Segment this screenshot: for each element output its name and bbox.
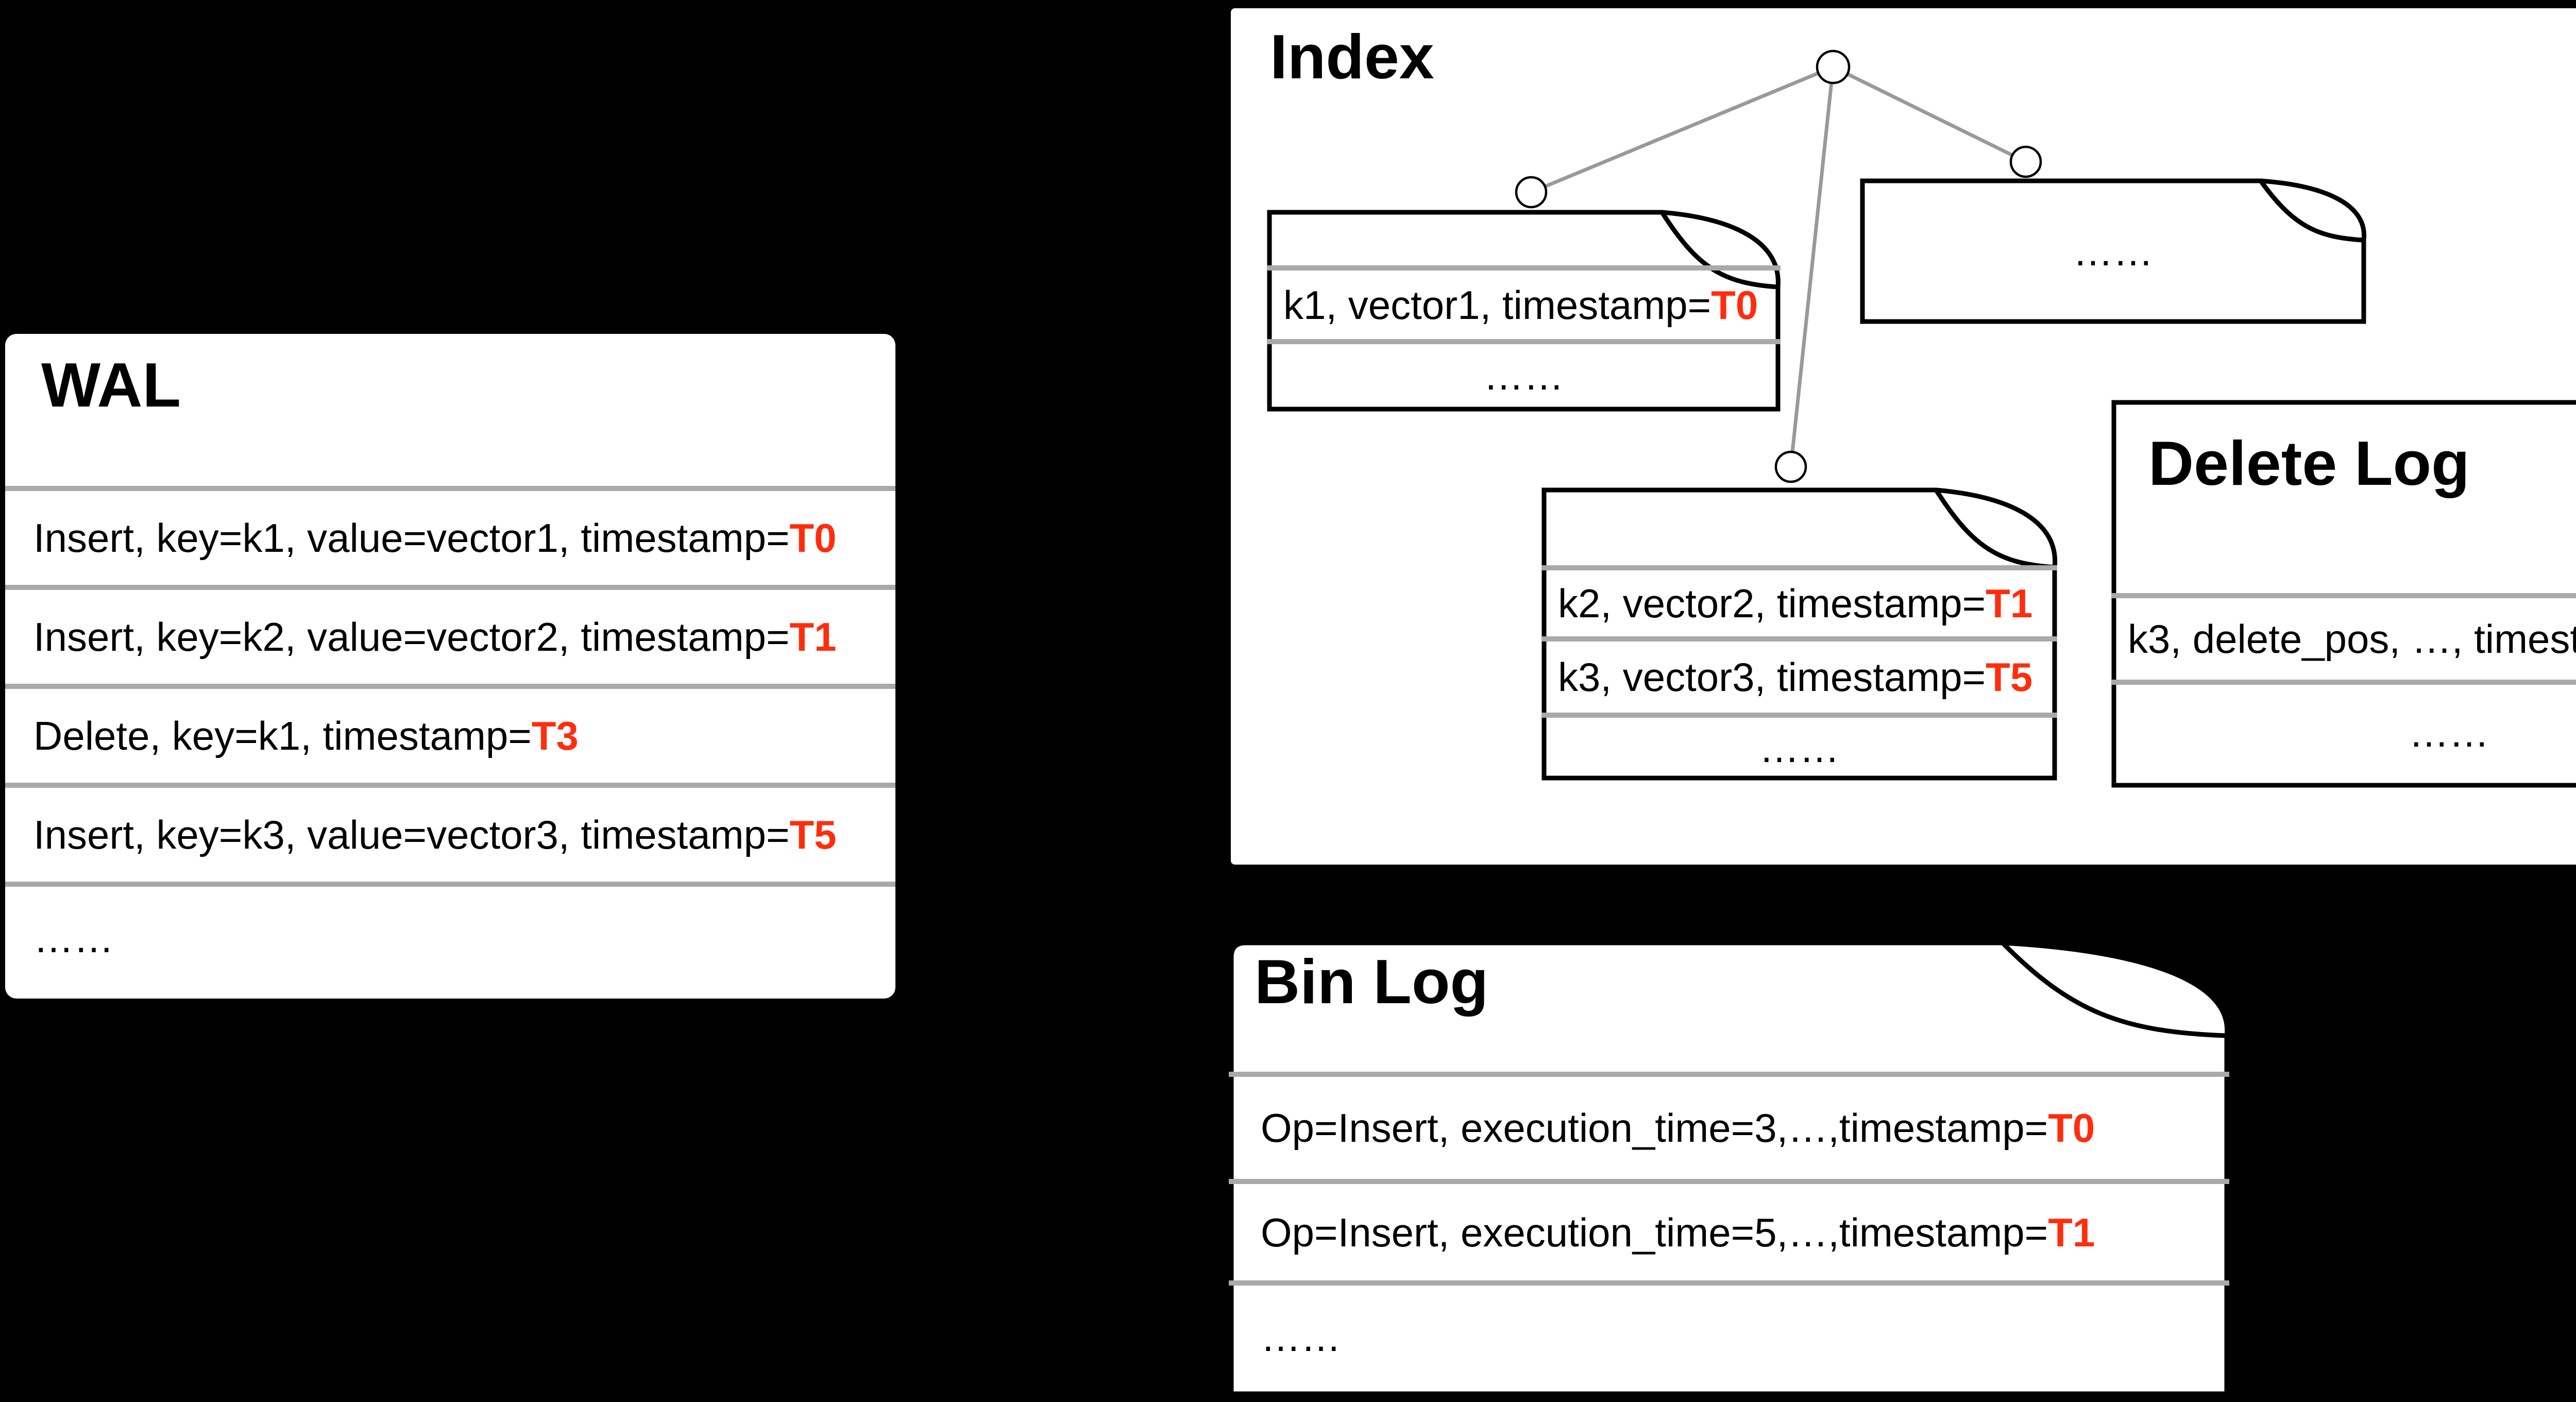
tree-root-node-icon <box>1816 49 1851 85</box>
folded-corner-icon <box>2000 940 2230 1038</box>
segment-row-text: k2, vector2, timestamp= <box>1558 581 1986 626</box>
document-shape <box>1541 487 2058 781</box>
row-separator <box>2111 680 2576 685</box>
tree-node-icon <box>2009 145 2042 178</box>
row-separator <box>1229 1072 2229 1077</box>
bin-log-row-text: Op=Insert, execution_time=5,…,timestamp= <box>1261 1209 2048 1255</box>
segment-row-text: k3, vector3, timestamp= <box>1558 654 1986 700</box>
ellipsis-text: …… <box>2073 228 2154 274</box>
timestamp-value: T1 <box>789 614 837 660</box>
timestamp-value: T0 <box>1711 282 1758 328</box>
index-tree <box>1515 49 2042 483</box>
wal-row: Delete, key=k1, timestamp=T3 <box>5 689 895 783</box>
tree-edge <box>1530 65 1834 194</box>
delete-log-more-row: …… <box>2111 685 2576 780</box>
delete-log-doc: Delete Log k3, delete_pos, …, timestamp=… <box>2111 400 2576 788</box>
segment-more-row: …… <box>1860 178 2366 324</box>
ellipsis-text: …… <box>1483 353 1564 398</box>
ellipsis-text: …… <box>2409 710 2489 755</box>
wal-more-row: …… <box>5 887 895 990</box>
timestamp-value: T3 <box>531 713 579 758</box>
wal-row: Insert, key=k1, value=vector1, timestamp… <box>5 491 895 585</box>
timestamp-value: T0 <box>789 515 837 561</box>
timestamp-value: T5 <box>1986 654 2033 700</box>
segment-doc-k1: k1, vector1, timestamp=T0 …… <box>1267 210 1781 412</box>
segment-more-row: …… <box>1267 344 1781 407</box>
delete-log-title: Delete Log <box>2148 428 2470 498</box>
wal-title: WAL <box>41 350 181 420</box>
bin-log-row: Op=Insert, execution_time=5,…,timestamp=… <box>1229 1184 2229 1280</box>
row-separator <box>1267 265 1781 271</box>
row-separator <box>1267 339 1781 344</box>
ellipsis-text: …… <box>33 916 114 961</box>
row-separator <box>1229 1179 2229 1184</box>
index-title: Index <box>1270 22 1434 92</box>
row-separator <box>5 882 895 887</box>
timestamp-value: T5 <box>789 812 837 857</box>
document-shape <box>1860 178 2366 324</box>
segment-doc-k2k3: k2, vector2, timestamp=T1 k3, vector3, t… <box>1541 487 2058 781</box>
bin-log-row: Op=Insert, execution_time=3,…,timestamp=… <box>1229 1077 2229 1179</box>
tree-node-icon <box>1774 450 1807 483</box>
row-separator <box>5 585 895 590</box>
wal-row: Insert, key=k3, value=vector3, timestamp… <box>5 788 895 882</box>
segment-row: k3, vector3, timestamp=T5 <box>1541 641 2057 713</box>
tree-edge <box>1789 66 1835 467</box>
wal-row: Insert, key=k2, value=vector2, timestamp… <box>5 590 895 684</box>
wal-row-text: Insert, key=k1, value=vector1, timestamp… <box>33 515 790 561</box>
tree-node-icon <box>1515 176 1548 209</box>
wal-row-text: Insert, key=k3, value=vector3, timestamp… <box>33 812 790 857</box>
row-separator <box>5 783 895 788</box>
wal-panel: WAL Insert, key=k1, value=vector1, times… <box>5 334 895 999</box>
delete-log-row-text: k3, delete_pos, …, timestamp= <box>2128 616 2576 662</box>
index-panel: Index k1, vector1, timestamp=T0 …… <box>1231 8 2576 865</box>
folded-corner-icon <box>2258 178 2366 243</box>
bin-log-row-text: Op=Insert, execution_time=3,…,timestamp= <box>1261 1105 2048 1151</box>
row-separator <box>1541 565 2057 570</box>
segment-row-text: k1, vector1, timestamp= <box>1283 282 1711 328</box>
row-separator <box>5 486 895 491</box>
timestamp-value: T1 <box>2048 1209 2095 1255</box>
wal-row-text: Insert, key=k2, value=vector2, timestamp… <box>33 614 790 660</box>
row-separator <box>1229 1280 2229 1286</box>
ellipsis-text: …… <box>1759 725 1840 771</box>
row-separator <box>2111 593 2576 598</box>
timestamp-value: T0 <box>2048 1105 2095 1151</box>
bin-log-title: Bin Log <box>1255 947 1488 1017</box>
delete-log-row: k3, delete_pos, …, timestamp=T3 <box>2111 598 2576 680</box>
row-separator <box>1541 636 2057 641</box>
segment-row: k1, vector1, timestamp=T0 <box>1267 271 1781 339</box>
bin-log-doc: Bin Log Op=Insert, execution_time=3,…,ti… <box>1229 940 2230 1396</box>
tree-edge <box>1832 65 2027 164</box>
row-separator <box>5 684 895 689</box>
segment-more-row: …… <box>1541 718 2057 778</box>
segment-row: k2, vector2, timestamp=T1 <box>1541 570 2057 636</box>
row-separator <box>1541 713 2057 718</box>
ellipsis-text: …… <box>1261 1314 1341 1360</box>
segment-doc-more: …… <box>1860 178 2366 324</box>
wal-row-text: Delete, key=k1, timestamp= <box>33 713 532 758</box>
bin-log-more-row: …… <box>1229 1286 2229 1389</box>
timestamp-value: T1 <box>1986 581 2033 626</box>
